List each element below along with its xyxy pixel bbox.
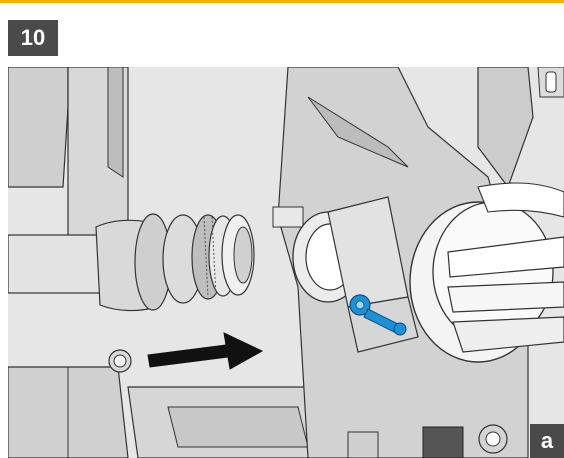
figure-label-badge: a (530, 424, 564, 458)
step-number-badge: 10 (8, 20, 58, 56)
pump-housing-icon (272, 196, 419, 353)
hose-connector-icon (8, 213, 255, 312)
assembly-illustration: a (8, 67, 564, 458)
top-accent-rule (0, 0, 564, 3)
lock-knob-icon (409, 182, 564, 363)
right-arrow-icon (147, 332, 264, 370)
illustration-svg (8, 67, 564, 458)
locking-pin-icon (349, 294, 407, 336)
